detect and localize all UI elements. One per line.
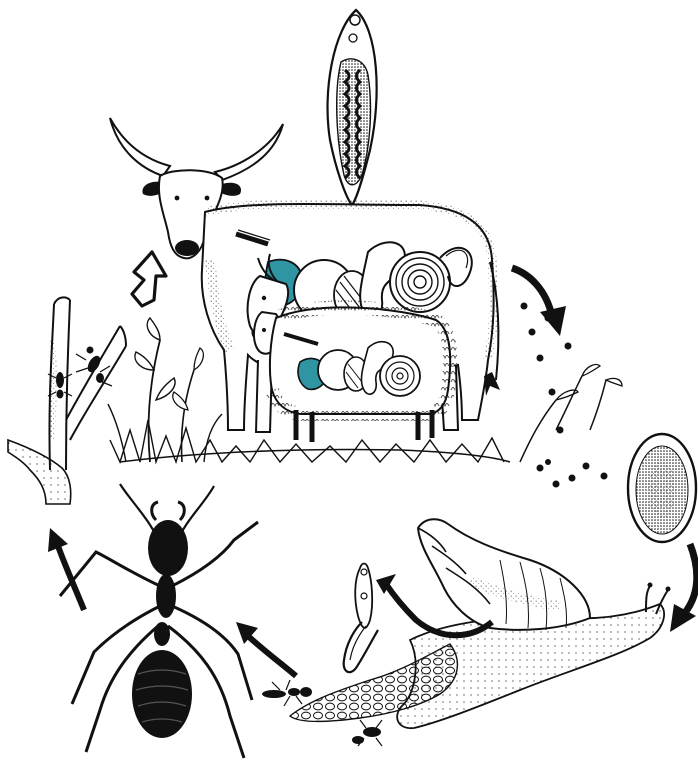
slime-ball-icon [262, 644, 457, 746]
arrow-ant-to-plant-icon [48, 528, 84, 610]
ant-icon [60, 484, 258, 758]
egg-closeup-icon [628, 434, 696, 542]
cercaria-icon [344, 564, 378, 673]
arrow-eggs-to-snail-icon [670, 544, 697, 632]
arrow-host-to-eggs-icon [512, 268, 566, 336]
snail-icon [397, 519, 670, 728]
arrow-plant-to-host-icon [132, 252, 166, 306]
ant-on-grass-stem-icon [8, 297, 126, 504]
arrow-slime-to-ant-icon [236, 622, 296, 676]
sheep-icon [254, 307, 450, 442]
lancet-fluke-icon [328, 10, 377, 205]
